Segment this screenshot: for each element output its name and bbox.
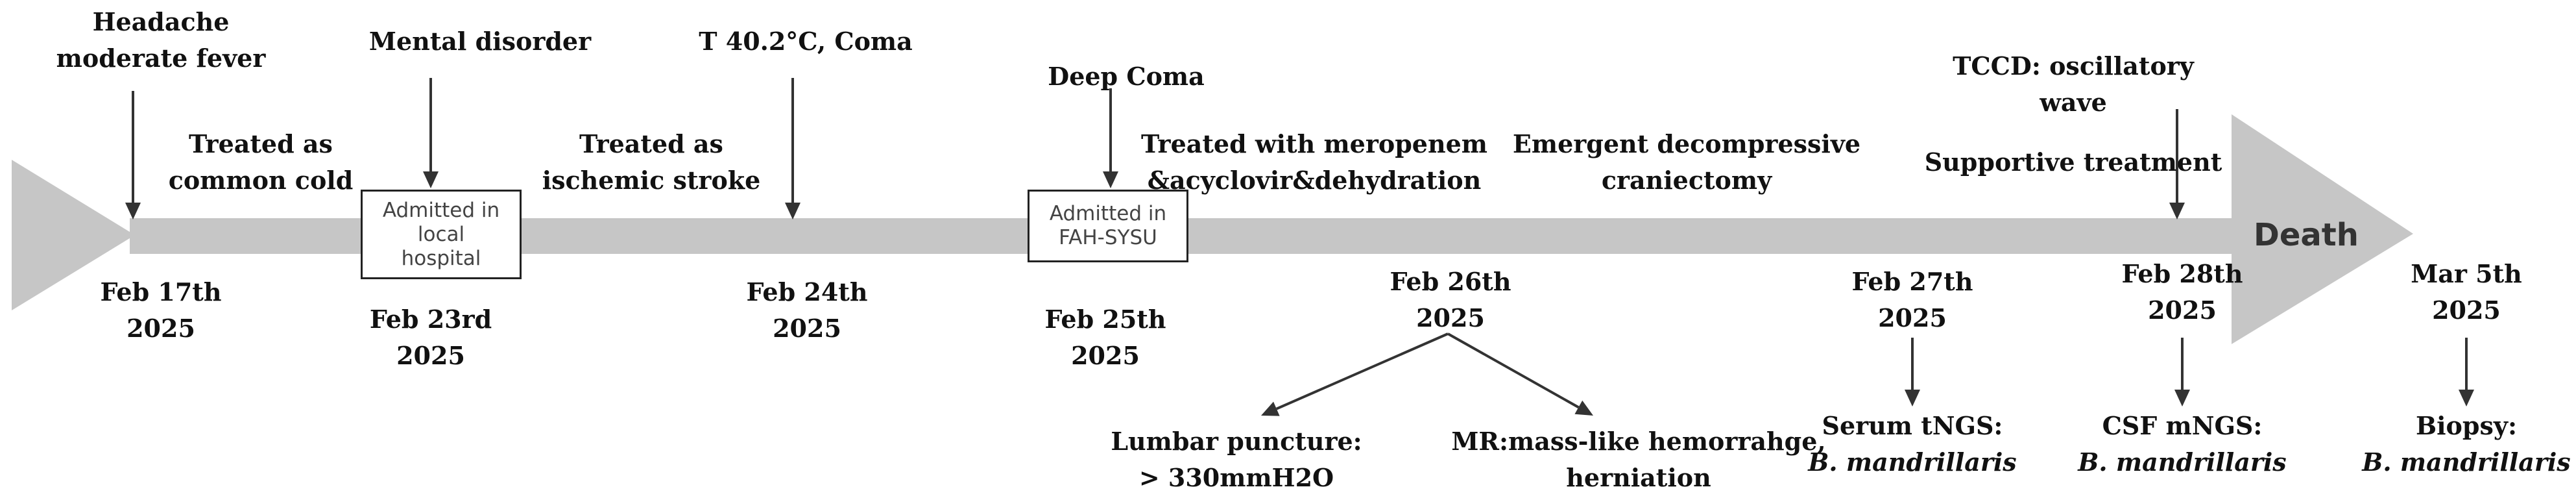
finding-biopsy: Biopsy: B. mandrillaris (2362, 411, 2571, 477)
finding-lumbar-puncture: Lumbar puncture: > 330mmH2O (1111, 427, 1362, 492)
arrow-to-lumbar-puncture-head (1261, 401, 1280, 416)
finding-csf-mngs: CSF mNGS: B. mandrillaris (2078, 411, 2287, 477)
arrow-to-lumbar-puncture (1261, 332, 1449, 416)
treatment-ischemic-stroke: Treated as ischemic stroke (542, 129, 761, 195)
treatment-supportive: Supportive treatment (1924, 147, 2222, 177)
date-feb-23: Feb 23rd 2025 (369, 305, 492, 370)
box-admitted-local-hospital: Admitted in local hospital (361, 190, 522, 279)
arrow-to-serum-tngs (1905, 338, 1920, 406)
arrow-to-serum-tngs-head (1905, 390, 1920, 406)
arrow-mental-disorder-head (423, 171, 439, 188)
event-tccd: TCCD: oscillatory wave (1953, 51, 2194, 117)
date-feb-26: Feb 26th 2025 (1390, 267, 1511, 332)
treatment-craniectomy: Emergent decompressive craniectomy (1512, 129, 1861, 195)
arrow-tccd-head (2169, 203, 2185, 219)
arrow-to-mr (1447, 332, 1593, 416)
arrow-to-biopsy-head (2459, 390, 2474, 406)
date-mar-5: Mar 5th 2025 (2411, 259, 2522, 325)
arrow-to-lumbar-puncture-shaft (1276, 332, 1449, 410)
treatment-meropenem: Treated with meropenem &acyclovir&dehydr… (1141, 129, 1487, 195)
date-feb-27: Feb 27th 2025 (1851, 267, 1973, 332)
arrow-fever-coma (785, 78, 800, 219)
treatment-common-cold: Treated as common cold (168, 129, 354, 195)
arrow-to-csf-mngs-head (2174, 390, 2190, 406)
arrow-headache (125, 91, 141, 219)
event-mental-disorder: Mental disorder (368, 27, 592, 56)
date-feb-28: Feb 28th 2025 (2121, 259, 2243, 325)
finding-mr: MR:mass-like hemorrahge, herniation (1451, 427, 1826, 492)
arrow-tccd (2169, 109, 2185, 219)
date-feb-24: Feb 24th 2025 (746, 277, 868, 343)
timeline-start-triangle (12, 160, 135, 310)
arrow-deep-coma-head (1103, 171, 1118, 188)
arrow-fever-coma-head (785, 203, 800, 219)
event-headache-fever: Headache moderate fever (56, 7, 266, 73)
event-deep-coma: Deep Coma (1048, 62, 1205, 91)
arrow-to-mr-shaft (1447, 332, 1580, 408)
event-fever-coma: T 40.2°C, Coma (699, 27, 913, 56)
date-feb-25: Feb 25th 2025 (1044, 305, 1166, 370)
arrow-headache-head (125, 203, 141, 219)
arrow-deep-coma (1103, 88, 1118, 188)
finding-serum-tngs: Serum tNGS: B. mandrillaris (1808, 411, 2017, 477)
arrow-to-biopsy (2459, 338, 2474, 406)
arrow-to-csf-mngs (2174, 338, 2190, 406)
arrow-mental-disorder (423, 78, 439, 188)
arrows-group (125, 78, 2474, 416)
death-label: Death (2254, 217, 2359, 253)
arrow-to-mr-head (1574, 400, 1593, 416)
timeline-end-arrowhead (2232, 114, 2413, 344)
date-feb-17: Feb 17th 2025 (100, 277, 222, 343)
box-admitted-fah-sysu: Admitted in FAH-SYSU (1028, 190, 1188, 262)
